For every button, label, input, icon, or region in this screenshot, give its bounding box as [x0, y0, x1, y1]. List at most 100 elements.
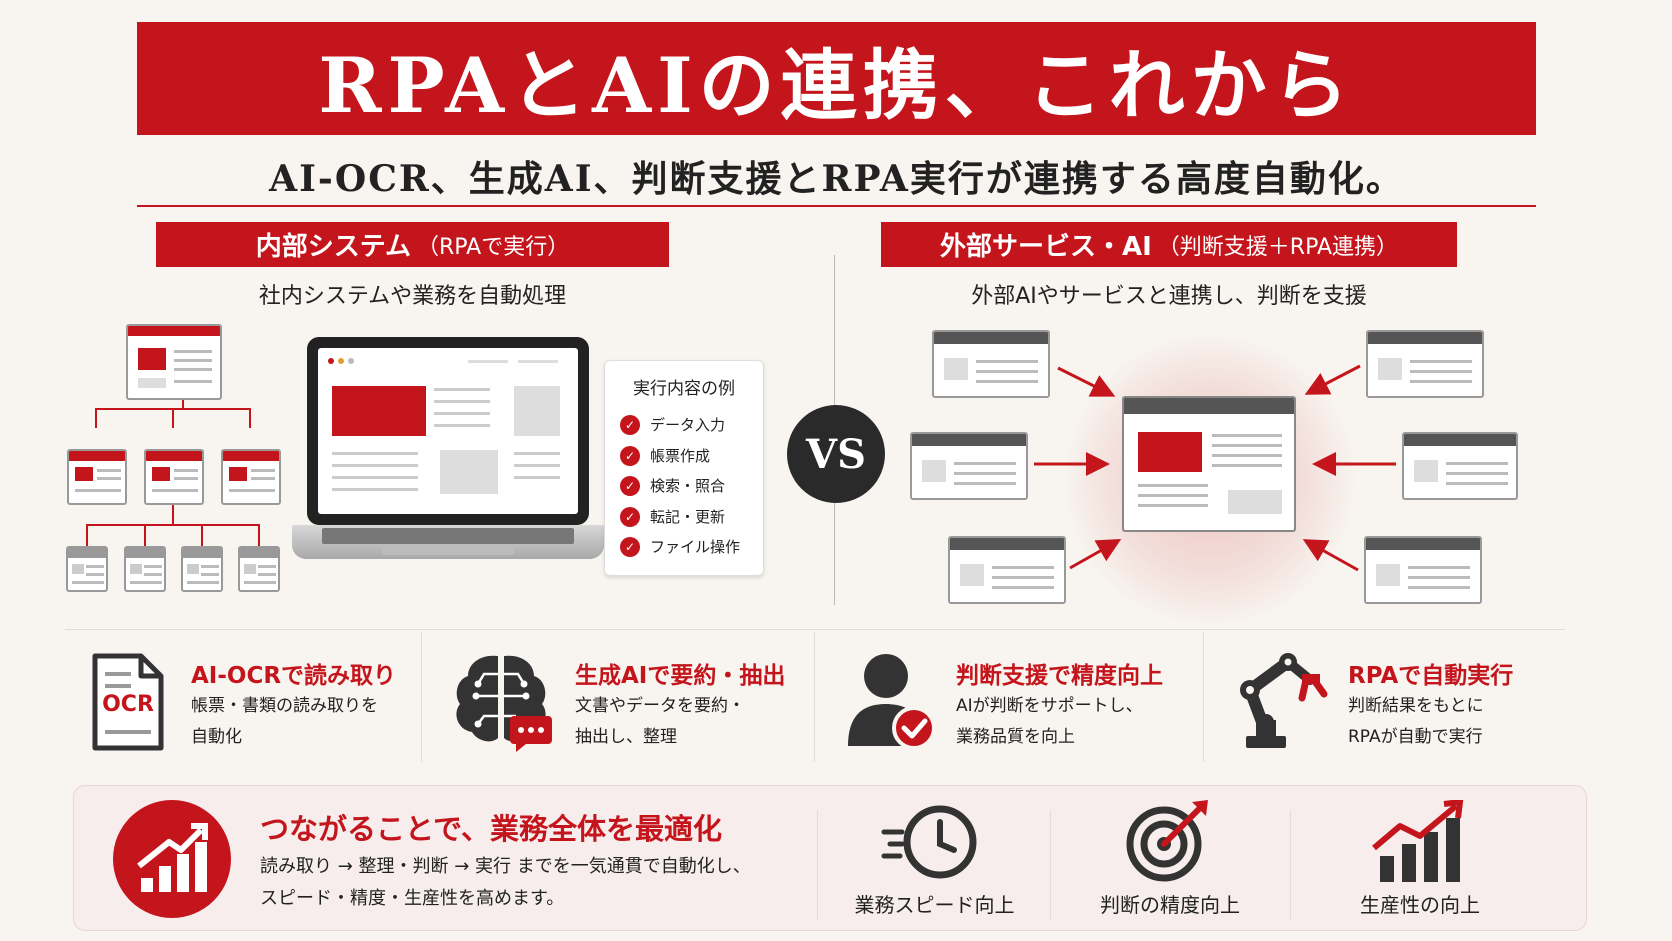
ocr-document-icon: OCR: [91, 652, 165, 756]
brain-chat-icon: [450, 650, 556, 756]
external-service-window: [1402, 432, 1518, 500]
example-item-label: 検索・照合: [650, 477, 726, 495]
tree-connector: [172, 488, 174, 526]
external-service-heading-paren: （判断支援＋RPA連携）: [1157, 234, 1398, 260]
benefit-label: 生産性の向上: [1360, 893, 1480, 917]
system-window: [181, 546, 223, 592]
example-item-label: データ入力: [650, 416, 726, 434]
feature-description: 判断結果をもとに RPAが自動で実行: [1348, 691, 1484, 753]
laptop-keyboard: [322, 528, 574, 544]
feature-description-line: 帳票・書類の読み取りを: [191, 696, 378, 716]
feature-description-line: RPAが自動で実行: [1348, 727, 1483, 747]
benefit-divider: [1290, 810, 1291, 920]
system-window: [124, 546, 166, 592]
arrow-icon: [1069, 539, 1122, 570]
title-banner: RPAとAIの連携、これから: [137, 22, 1536, 135]
check-icon: ✓: [620, 506, 640, 527]
arrow-icon: [1302, 539, 1359, 572]
summary-line: スピード・精度・生産性を高めます。: [260, 888, 565, 909]
example-item-label: 転記・更新: [650, 508, 726, 526]
system-window: [67, 449, 127, 505]
feature-description-line: 判断結果をもとに: [1348, 696, 1484, 716]
feature-description-line: AIが判断をサポートし、: [956, 696, 1143, 716]
feature-description: 文書やデータを要約・ 抽出し、整理: [575, 691, 745, 753]
tree-connector: [258, 524, 260, 546]
feature-divider: [421, 632, 422, 762]
tree-connector: [95, 408, 97, 428]
vs-badge: VS: [787, 405, 885, 503]
internal-system-heading-text: 内部システム: [255, 232, 412, 262]
feature-description-line: 抽出し、整理: [575, 727, 677, 747]
external-service-window: [1366, 330, 1484, 398]
check-icon: ✓: [620, 445, 640, 466]
tree-connector: [172, 408, 174, 428]
feature-title: RPAで自動実行: [1348, 663, 1514, 689]
summary-line: 読み取り → 整理・判断 → 実行 までを一気通貫で自動化し、: [260, 856, 751, 877]
benefit-divider: [817, 810, 818, 920]
tree-connector: [86, 524, 258, 526]
example-item-label: ファイル操作: [650, 538, 741, 556]
system-window: [66, 546, 108, 592]
feature-divider: [1203, 632, 1204, 762]
arrow-icon: [1304, 364, 1361, 395]
feature-description: 帳票・書類の読み取りを 自動化: [191, 691, 378, 753]
tree-connector: [249, 408, 251, 428]
feature-description: AIが判断をサポートし、 業務品質を向上: [956, 691, 1143, 753]
clock-speed-icon: [880, 802, 980, 886]
main-title: RPAとAIの連携、これから: [318, 40, 1355, 130]
feature-description-line: 文書やデータを要約・: [575, 696, 745, 716]
system-window: [144, 449, 204, 505]
benefit-label: 業務スピード向上: [854, 893, 1015, 917]
subtitle: AI-OCR、生成AI、判断支援とRPA実行が連携する高度自動化。: [269, 158, 1404, 200]
user-check-icon: [846, 650, 936, 754]
internal-system-description: 社内システムや業務を自動処理: [258, 284, 567, 309]
external-service-window: [910, 432, 1028, 500]
summary-panel: [73, 785, 1587, 931]
tree-connector: [86, 524, 88, 546]
system-window: [221, 449, 281, 505]
feature-title: 判断支援で精度向上: [956, 663, 1163, 689]
laptop-trackpad: [382, 546, 514, 555]
arrow-icon: [1057, 366, 1116, 397]
growth-chart-icon: [1372, 798, 1468, 888]
feature-description-line: 業務品質を向上: [956, 727, 1075, 747]
feature-row-divider: [65, 629, 1565, 630]
feature-divider: [814, 632, 815, 762]
header-divider: [137, 205, 1536, 207]
example-item: ✓ 転記・更新: [620, 506, 725, 527]
benefit-divider: [1050, 810, 1051, 920]
growth-arrow-icon: [113, 800, 231, 918]
summary-title: つながることで、業務全体を最適化: [260, 812, 722, 846]
example-item: ✓ ファイル操作: [620, 536, 740, 557]
external-service-heading-text: 外部サービス・AI: [940, 232, 1152, 262]
feature-title: AI-OCRで読み取り: [191, 663, 397, 689]
target-icon: [1124, 798, 1214, 888]
laptop-display: [318, 348, 578, 514]
external-service-description: 外部AIやサービスと連携し、判断を支援: [971, 284, 1367, 309]
system-window: [126, 324, 222, 400]
example-item-label: 帳票作成: [650, 447, 711, 465]
tree-connector: [201, 524, 203, 546]
internal-system-heading-paren: （RPAで実行）: [417, 234, 570, 260]
tree-connector: [144, 524, 146, 546]
check-icon: ✓: [620, 536, 640, 557]
feature-description-line: 自動化: [191, 727, 242, 747]
check-icon: ✓: [620, 475, 640, 496]
example-item: ✓ 検索・照合: [620, 475, 725, 496]
robot-arm-icon: [1236, 650, 1340, 756]
ocr-icon-text: OCR: [102, 692, 154, 717]
benefit-label: 判断の精度向上: [1100, 893, 1240, 917]
check-icon: ✓: [620, 414, 640, 435]
feature-title: 生成AIで要約・抽出: [575, 663, 786, 689]
internal-system-heading: 内部システム（RPAで実行）: [156, 222, 669, 267]
external-service-window: [932, 330, 1050, 398]
external-service-window: [1364, 536, 1482, 604]
external-service-window: [948, 536, 1066, 604]
example-item: ✓ 帳票作成: [620, 445, 710, 466]
examples-title: 実行内容の例: [633, 379, 735, 399]
example-item: ✓ データ入力: [620, 414, 725, 435]
external-service-heading: 外部サービス・AI（判断支援＋RPA連携）: [881, 222, 1457, 267]
central-service-window: [1122, 396, 1296, 532]
system-window: [238, 546, 280, 592]
